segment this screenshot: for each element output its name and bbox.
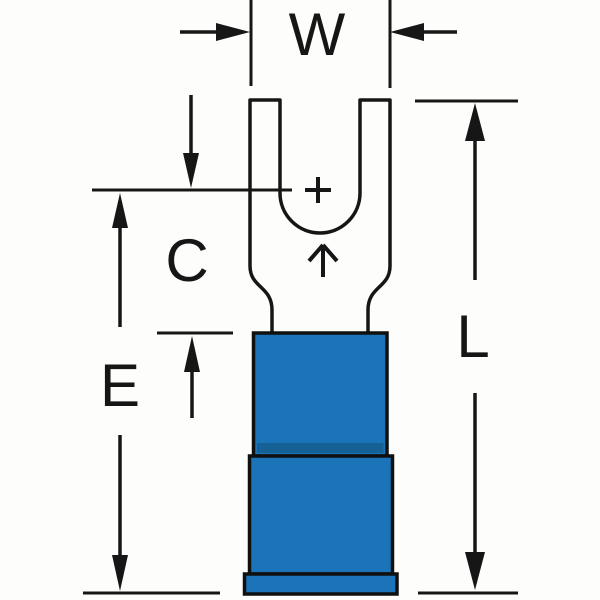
fork-outline [248, 98, 392, 350]
label-overall-length: L [456, 303, 489, 370]
slot-markers [305, 177, 339, 277]
slot-bottom-up-arrow-icon [307, 243, 339, 277]
sleeve-upper-section [251, 331, 389, 458]
label-insulation-to-wire-end: E [100, 352, 140, 419]
w-arrow-left-head-icon [216, 23, 250, 41]
w-arrow-right-head-icon [390, 23, 424, 41]
dimension-C: C [165, 95, 209, 418]
label-fork-width: W [289, 1, 346, 68]
l-arrow-top-head-icon [465, 103, 485, 141]
e-arrow-bottom-head-icon [112, 555, 128, 591]
c-arrow-top-head-icon [183, 153, 199, 188]
insulation-sleeve [242, 331, 399, 596]
sleeve-upper-shade-band [257, 443, 384, 453]
l-arrow-bottom-head-icon [465, 552, 485, 590]
c-arrow-bottom-head-icon [184, 336, 200, 372]
sleeve-base-flange [242, 572, 399, 596]
dimension-E: E [100, 193, 140, 591]
extension-lines [83, 0, 518, 595]
terminal-metal-body [248, 98, 392, 350]
label-stud-center-to-insulation: C [165, 227, 208, 294]
e-arrow-top-head-icon [112, 193, 128, 228]
stud-center-plus-icon [305, 177, 331, 203]
sleeve-lower-section [247, 454, 395, 576]
dimension-W: W [180, 1, 457, 68]
dimension-L: L [456, 103, 490, 590]
